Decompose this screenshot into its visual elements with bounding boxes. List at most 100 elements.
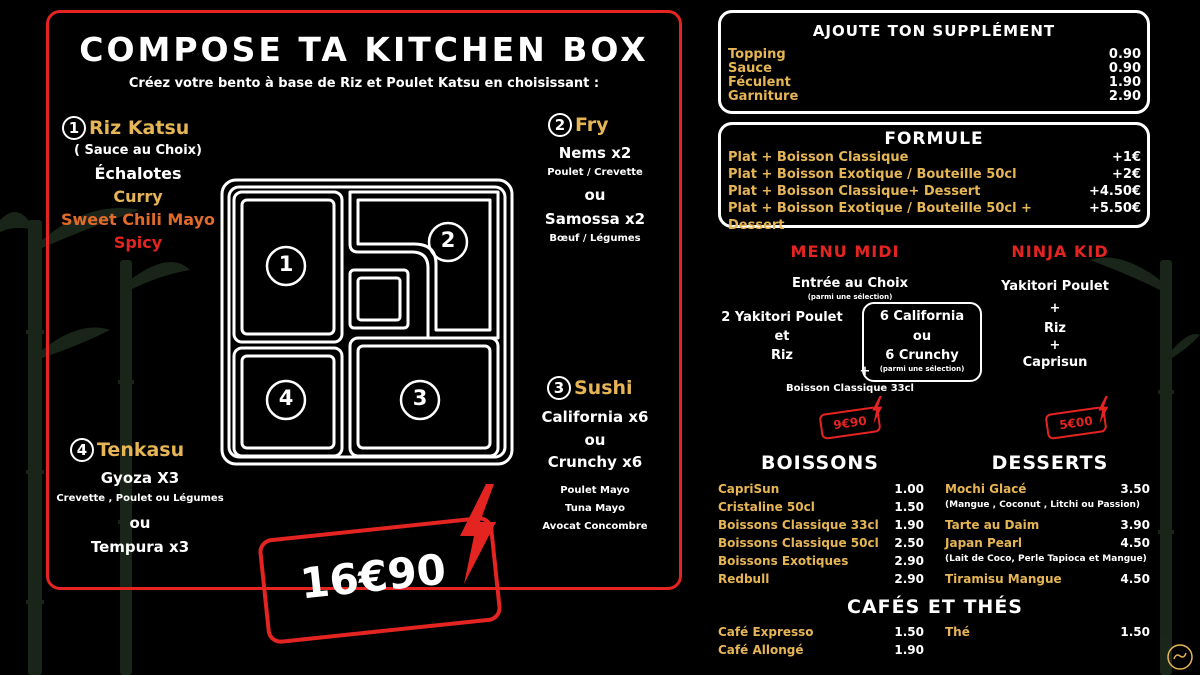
lightning-icon [1098,396,1109,424]
drink-name: CapriSun [718,482,780,496]
or-separator: ou [584,186,606,204]
supplement-name: Féculent [728,75,791,90]
menu-midi-choice: 6 California [879,309,965,324]
step-number-1: 1 [62,116,86,140]
step-number-2: 2 [548,113,572,137]
supplement-name: Topping [728,47,786,62]
or-separator: ou [129,514,151,532]
drink-price: 2.90 [894,554,924,568]
formule-price: +5.50€ [1088,201,1141,216]
tenkasu-option: Gyoza X3 [100,469,180,487]
bento-number-1 [265,245,307,287]
plus-sign: + [1049,301,1061,316]
menu-midi-choice-note: (parmi une sélection) [879,365,965,373]
supplement-price: 2.90 [1108,89,1141,104]
step-number-4: 4 [70,438,94,462]
sauce-option: Spicy [113,233,163,252]
bento-label-1: 1 [278,252,294,276]
or-separator: ou [584,431,606,449]
menu-midi-entree: Entrée au Choix [791,276,909,291]
menu-midi-price: 9€90 [832,413,868,433]
formule-name: Plat + Boisson Exotique / Bouteille 50cl… [728,201,1032,233]
sauce-option: Sweet Chili Mayo [60,210,216,229]
dessert-price: 3.50 [1120,482,1150,496]
bento-label-4: 4 [278,386,294,410]
dessert-price: 3.90 [1120,518,1150,532]
supplement-price: 1.90 [1108,75,1141,90]
plus-sign: + [859,364,871,379]
section-label: Tenkasu [97,439,185,461]
formule-price: +4.50€ [1088,184,1141,199]
formule-list: Plat + Boisson Classique+1€ Plat + Boiss… [728,149,1141,234]
supplement-price: 0.90 [1108,47,1141,62]
tenkasu-note: Crevette , Poulet ou Légumes [56,493,224,504]
coffee-name: Café Expresso [718,625,814,639]
dessert-name: Japan Pearl [945,536,1023,550]
or-separator: ou [912,329,932,344]
section-note: ( Sauce au Choix) [74,143,202,158]
drink-price: 2.50 [894,536,924,550]
bento-label-3: 3 [412,386,428,410]
halal-badge-icon [1167,644,1193,670]
ninja-kid-title: NINJA KID [1011,242,1109,261]
menu-midi-item: 2 Yakitori Poulet [721,310,843,325]
menu-midi-choice: 6 Crunchy [885,348,959,363]
formule-price: +2€ [1112,167,1141,182]
menu-midi-entree-note: (parmi une sélection) [807,293,893,301]
coffee-price: 1.90 [894,643,924,657]
drink-name: Boissons Classique 50cl [718,536,879,550]
lightning-icon [460,484,496,584]
sauce-option: Échalotes [94,164,182,183]
supplement-name: Sauce [728,61,772,76]
dessert-name: Tarte au Daim [945,518,1040,532]
coffee-price: 1.50 [894,625,924,639]
lightning-icon [872,396,883,424]
formule-title: FORMULE [884,129,984,149]
page-subtitle: Créez votre bento à base de Riz et Poule… [128,76,600,91]
page-title: COMPOSE TA KITCHEN BOX [79,30,649,69]
ninja-kid-item: Riz [1043,321,1067,336]
dessert-note: (Mangue , Coconut , Litchi ou Passion) [945,500,1141,510]
tea-price: 1.50 [1120,625,1150,639]
drink-name: Boissons Classique 33cl [718,518,879,532]
formule-name: Plat + Boisson Classique [728,150,909,165]
drink-price: 1.00 [894,482,924,496]
menu-midi-item: et [774,329,790,344]
section-label: Riz Katsu [89,117,190,139]
ninja-kid-item: Caprisun [1022,355,1088,370]
supplement-list: Topping 0.90 Sauce 0.90 Féculent 1.90 Garni… [728,48,1141,104]
drink-price: 1.50 [894,500,924,514]
menu-midi-drink: Boisson Classique 33cl [786,383,914,394]
supplement-price: 0.90 [1108,61,1141,76]
drink-price: 1.90 [894,518,924,532]
formule-name: Plat + Boisson Classique+ Dessert [728,184,981,199]
menu-midi-item: Riz [770,348,794,363]
bento-number-3 [399,379,441,421]
dessert-name: Tiramisu Mangue [945,572,1062,586]
sushi-option: Crunchy x6 [547,453,643,471]
plus-sign: + [1049,338,1061,353]
tenkasu-option: Tempura x3 [90,538,190,556]
step-number-3: 3 [547,376,571,400]
cafes-title: CAFÉS ET THÉS [847,596,1023,618]
sushi-flavor: Poulet Mayo [560,485,630,496]
sushi-option: California x6 [541,408,649,426]
menu-midi-title: MENU MIDI [790,242,900,261]
desserts-title: DESSERTS [991,452,1109,474]
sushi-flavor: Tuna Mayo [565,503,625,514]
supplement-name: Garniture [728,89,799,104]
desserts-list: Mochi Glacé 3.50 (Mangue , Coconut , Litc… [945,480,1150,588]
dessert-note: (Lait de Coco, Perle Tapioca et Mangue) [945,554,1147,564]
section-label: Sushi [574,377,633,399]
coffee-name: Café Allongé [718,643,804,657]
drink-name: Cristaline 50cl [718,500,815,514]
supplement-panel [718,10,1150,114]
dessert-name: Mochi Glacé [945,482,1027,496]
section-label: Fry [575,114,609,136]
fry-option: Nems x2 [558,144,632,162]
boissons-list: CapriSun 1.00 Cristaline 50cl 1.50 Boisson… [718,480,924,588]
